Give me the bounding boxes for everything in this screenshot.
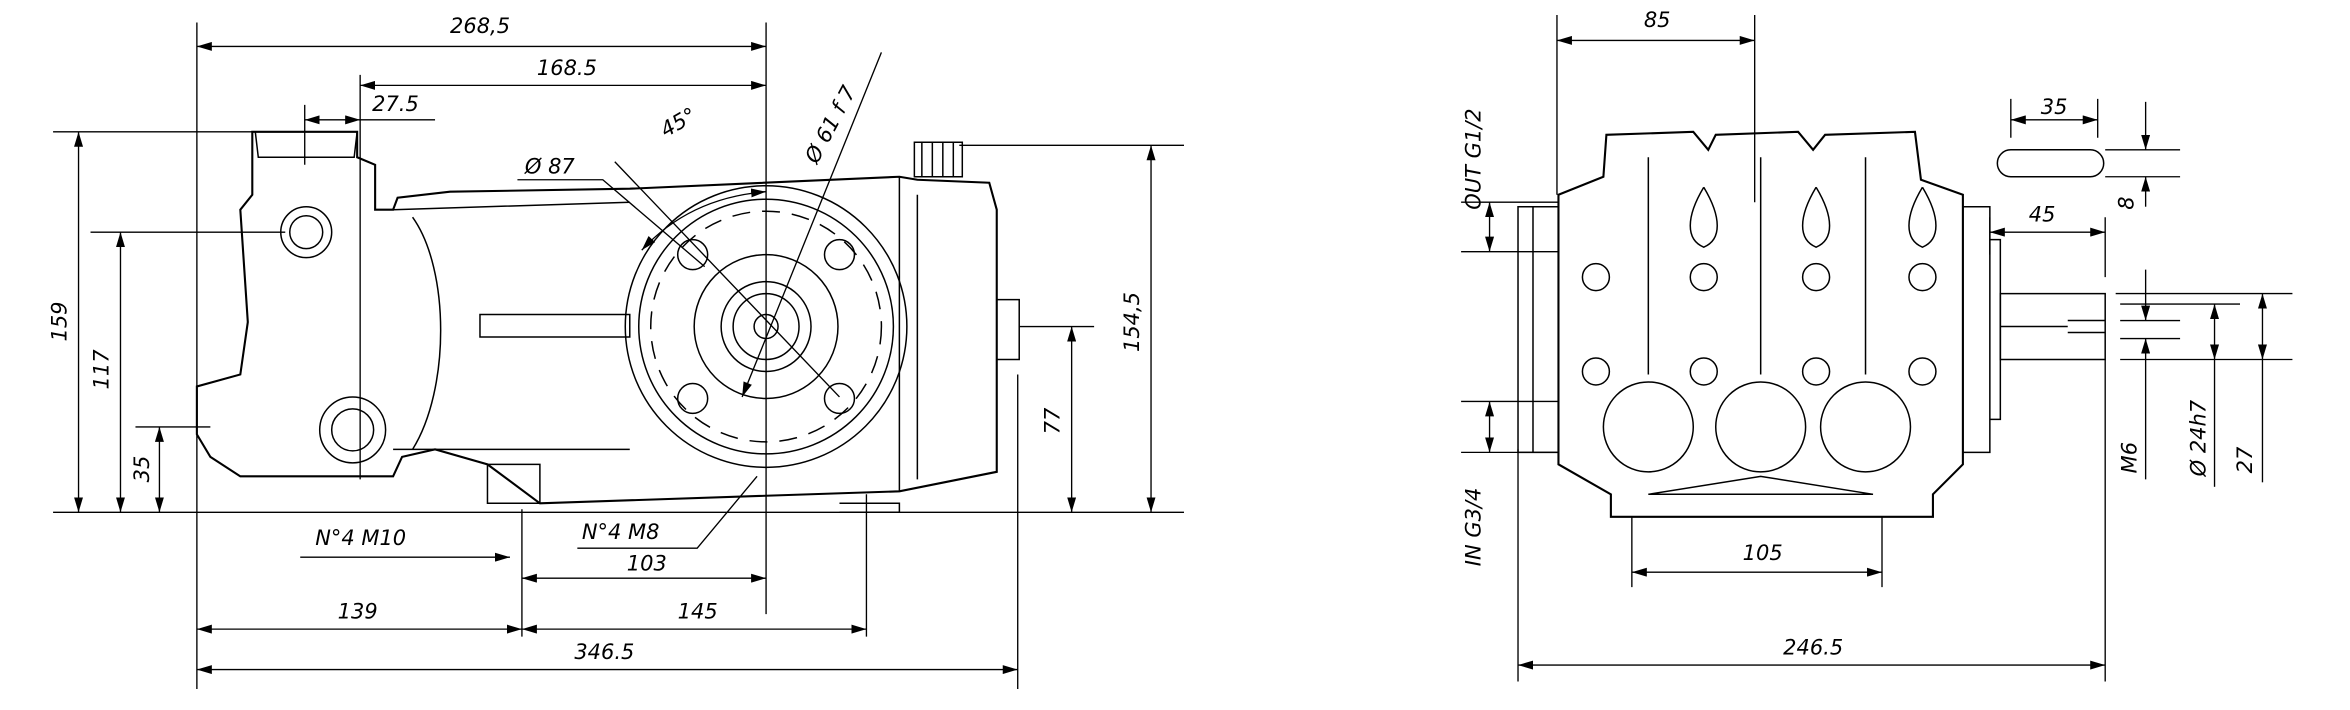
dim-105: 105: [1743, 541, 1783, 565]
dim-bolt-circle-87: Ø 87: [524, 155, 576, 179]
dim-35: 35: [130, 456, 154, 483]
dim-angle-45: 45°: [656, 103, 700, 142]
side-view-dimensions: 268,5 168.5 27.5 45° Ø 87 Ø 61 f 7 159 1…: [48, 14, 1184, 690]
dim-145: 145: [678, 600, 718, 624]
side-view-pump: [195, 130, 1020, 514]
dim-77: 77: [1041, 407, 1065, 434]
dim-85: 85: [1644, 8, 1671, 32]
dim-246-5: 246.5: [1783, 636, 1843, 660]
dim-103: 103: [627, 552, 667, 576]
label-n4-m10: N°4 M10: [315, 526, 406, 550]
dim-key-8: 8: [2115, 196, 2139, 209]
dim-27: 27: [2233, 446, 2257, 473]
dim-117: 117: [90, 349, 114, 390]
dim-27-5: 27.5: [372, 92, 419, 116]
dim-168-5: 168.5: [537, 56, 597, 80]
dim-268-5: 268,5: [450, 14, 510, 38]
front-view-dimensions: 85 OUT G1/2 IN G3/4 35 8 45 M6 Ø 24h7 27…: [1461, 8, 2293, 682]
label-in-g3-4: IN G3/4: [1462, 488, 1486, 567]
dim-shaft-24h7: Ø 24h7: [2187, 399, 2211, 477]
dim-shaft-45: 45: [2029, 203, 2056, 227]
dim-139: 139: [338, 600, 378, 624]
label-n4-m8: N°4 M8: [582, 520, 660, 544]
dim-346-5: 346.5: [574, 640, 634, 664]
label-out-g1-2: OUT G1/2: [1462, 108, 1486, 209]
dim-159: 159: [48, 301, 72, 341]
dim-m6: M6: [2118, 442, 2142, 473]
front-view-pump: [1517, 130, 2106, 518]
dim-key-35: 35: [2041, 95, 2068, 119]
dim-154-5: 154,5: [1120, 292, 1144, 352]
